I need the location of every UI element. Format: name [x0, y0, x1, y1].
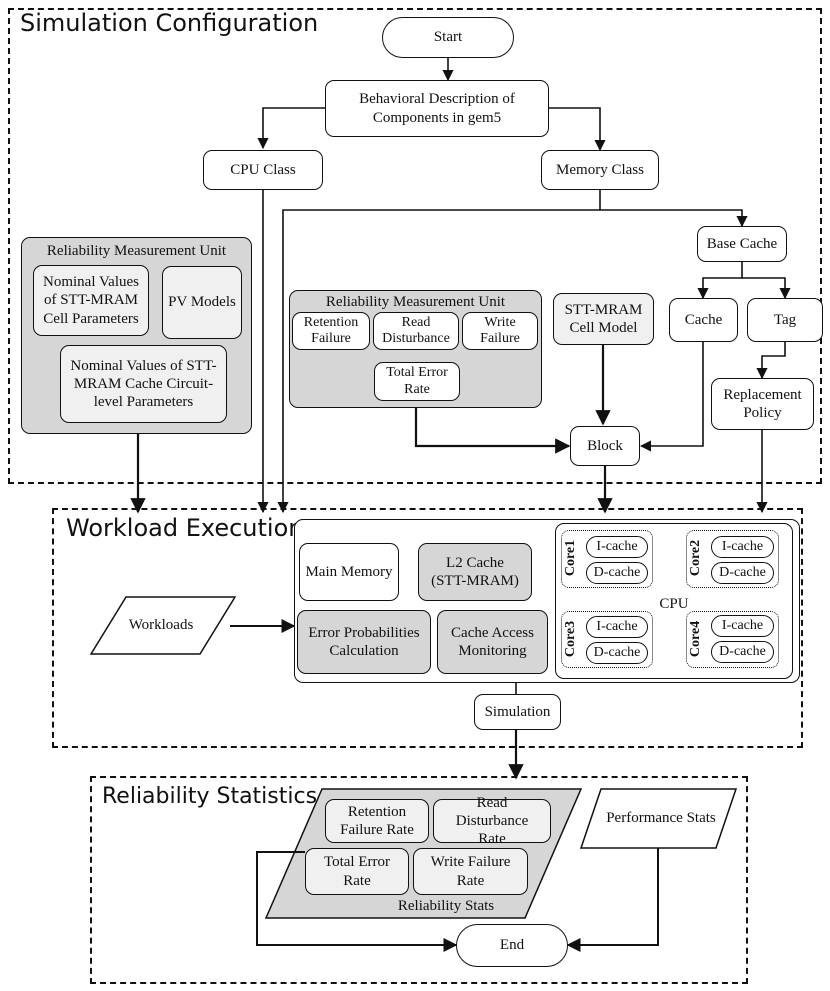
block-box: Block: [570, 426, 640, 466]
arrow-performance-end: [566, 848, 659, 952]
cpu-class-box: CPU Class: [203, 150, 323, 190]
retention-failure-rate-box: Retention Failure Rate: [325, 799, 429, 843]
start-node: Start: [382, 17, 514, 58]
base-cache-box: Base Cache: [697, 226, 787, 262]
workloads-parallelogram: [89, 596, 237, 655]
workloads-label: Workloads: [128, 617, 194, 634]
workload-execution-frame: [52, 508, 803, 748]
rmu-left-title: Reliability Measurement Unit: [46, 243, 227, 259]
write-failure-rate-box: Write Failure Rate: [413, 848, 528, 895]
rmu-middle-title: Reliability Measurement Unit: [325, 294, 506, 310]
memory-class-box: Memory Class: [541, 150, 659, 190]
simulation-box: Simulation: [474, 694, 561, 730]
simulation-configuration-title: Simulation Configuration: [16, 11, 323, 35]
cache-box: Cache: [669, 298, 738, 342]
arrow-basecache-cache: [697, 262, 743, 300]
core2-dcache: D-cache: [711, 562, 774, 584]
retention-failure-box: Retention Failure: [292, 312, 370, 350]
core3-icache: I-cache: [586, 616, 648, 638]
arrow-cache-block: [639, 342, 704, 452]
total-error-rate-box: Total Error Rate: [374, 362, 460, 401]
total-error-rate-stat-box: Total Error Rate: [305, 848, 409, 895]
arrow-behavioral-memory: [548, 107, 606, 152]
pv-models-box: PV Models: [162, 266, 242, 339]
core2-label: Core2: [688, 539, 703, 577]
tag-box: Tag: [747, 298, 823, 342]
main-memory-box: Main Memory: [299, 543, 399, 601]
workload-execution-title: Workload Execution: [62, 516, 308, 540]
core1-dcache: D-cache: [586, 562, 648, 584]
arrow-tag-replacement: [756, 342, 786, 380]
nominal-circuit-parameters-box: Nominal Values of STT-MRAM Cache Circuit…: [60, 345, 227, 423]
core1-icache: I-cache: [586, 536, 648, 558]
error-probabilities-box: Error Probabilities Calculation: [297, 610, 431, 674]
reliability-stats-label: Reliability Stats: [397, 897, 495, 914]
l2-cache-box: L2 Cache (STT-MRAM): [418, 543, 532, 601]
core1-label: Core1: [563, 539, 578, 577]
arrow-memory-basecache: [599, 190, 748, 228]
performance-stats-label: Performance Stats: [606, 810, 716, 827]
stt-mram-cell-model-box: STT-MRAM Cell Model: [553, 293, 654, 345]
core3-dcache: D-cache: [586, 642, 648, 664]
performance-stats-parallelogram: [579, 788, 738, 849]
core4-label: Core4: [688, 620, 703, 658]
cache-access-monitoring-box: Cache Access Monitoring: [437, 610, 548, 674]
core3-label: Core3: [563, 620, 578, 658]
behavioral-description-box: Behavioral Description of Components in …: [325, 80, 549, 137]
read-disturbance-box: Read Disturbance: [373, 312, 459, 350]
simulation-configuration-frame: [8, 8, 822, 484]
nominal-cell-parameters-box: Nominal Values of STT-MRAM Cell Paramete…: [33, 265, 149, 336]
read-disturbance-rate-box: Read Disturbance Rate: [433, 795, 551, 847]
core2-icache: I-cache: [711, 536, 774, 558]
write-failure-box: Write Failure: [462, 312, 538, 350]
reliability-statistics-title: Reliability Statistics: [98, 786, 322, 808]
replacement-policy-box: Replacement Policy: [711, 378, 814, 430]
arrow-basecache-tag: [742, 277, 791, 300]
arrow-reliability-end: [256, 851, 458, 952]
cpu-label: CPU: [659, 596, 689, 612]
arrow-memory-workload: [277, 209, 600, 514]
end-node: End: [456, 924, 568, 967]
arrow-behavioral-cpu: [257, 107, 325, 150]
core4-icache: I-cache: [711, 615, 774, 637]
arrow-totalerror-block: [414, 401, 571, 454]
core4-dcache: D-cache: [711, 641, 774, 663]
reliability-statistics-frame: [90, 776, 748, 984]
